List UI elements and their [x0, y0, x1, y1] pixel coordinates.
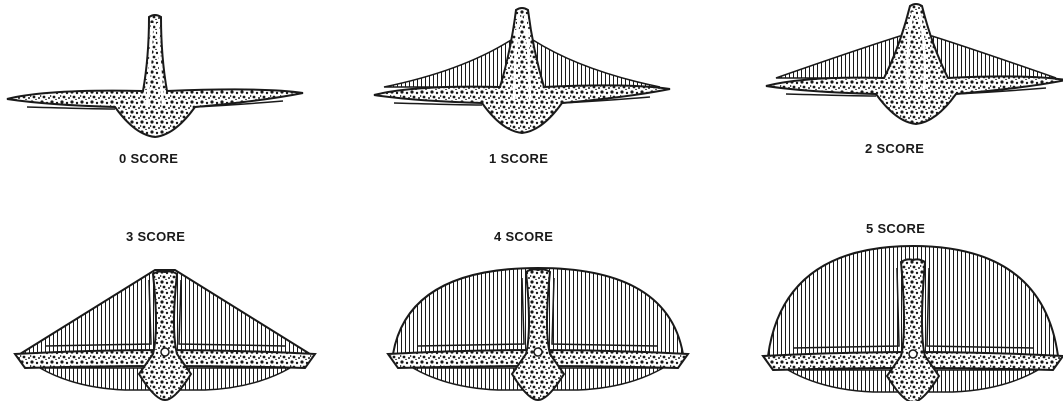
score-figure-1 [374, 8, 670, 133]
score-label-5: 5 SCORE [866, 221, 925, 236]
score-label-1: 1 SCORE [489, 151, 548, 166]
score-figure-3 [15, 270, 315, 400]
score-figure-4 [388, 268, 688, 400]
score-label-3: 3 SCORE [126, 229, 185, 244]
score-label-0: 0 SCORE [119, 151, 178, 166]
score-label-4: 4 SCORE [494, 229, 553, 244]
score-figure-2 [766, 4, 1063, 124]
score-label-2: 2 SCORE [865, 141, 924, 156]
score-figure-5 [763, 246, 1063, 401]
score-figure-0 [7, 15, 303, 137]
